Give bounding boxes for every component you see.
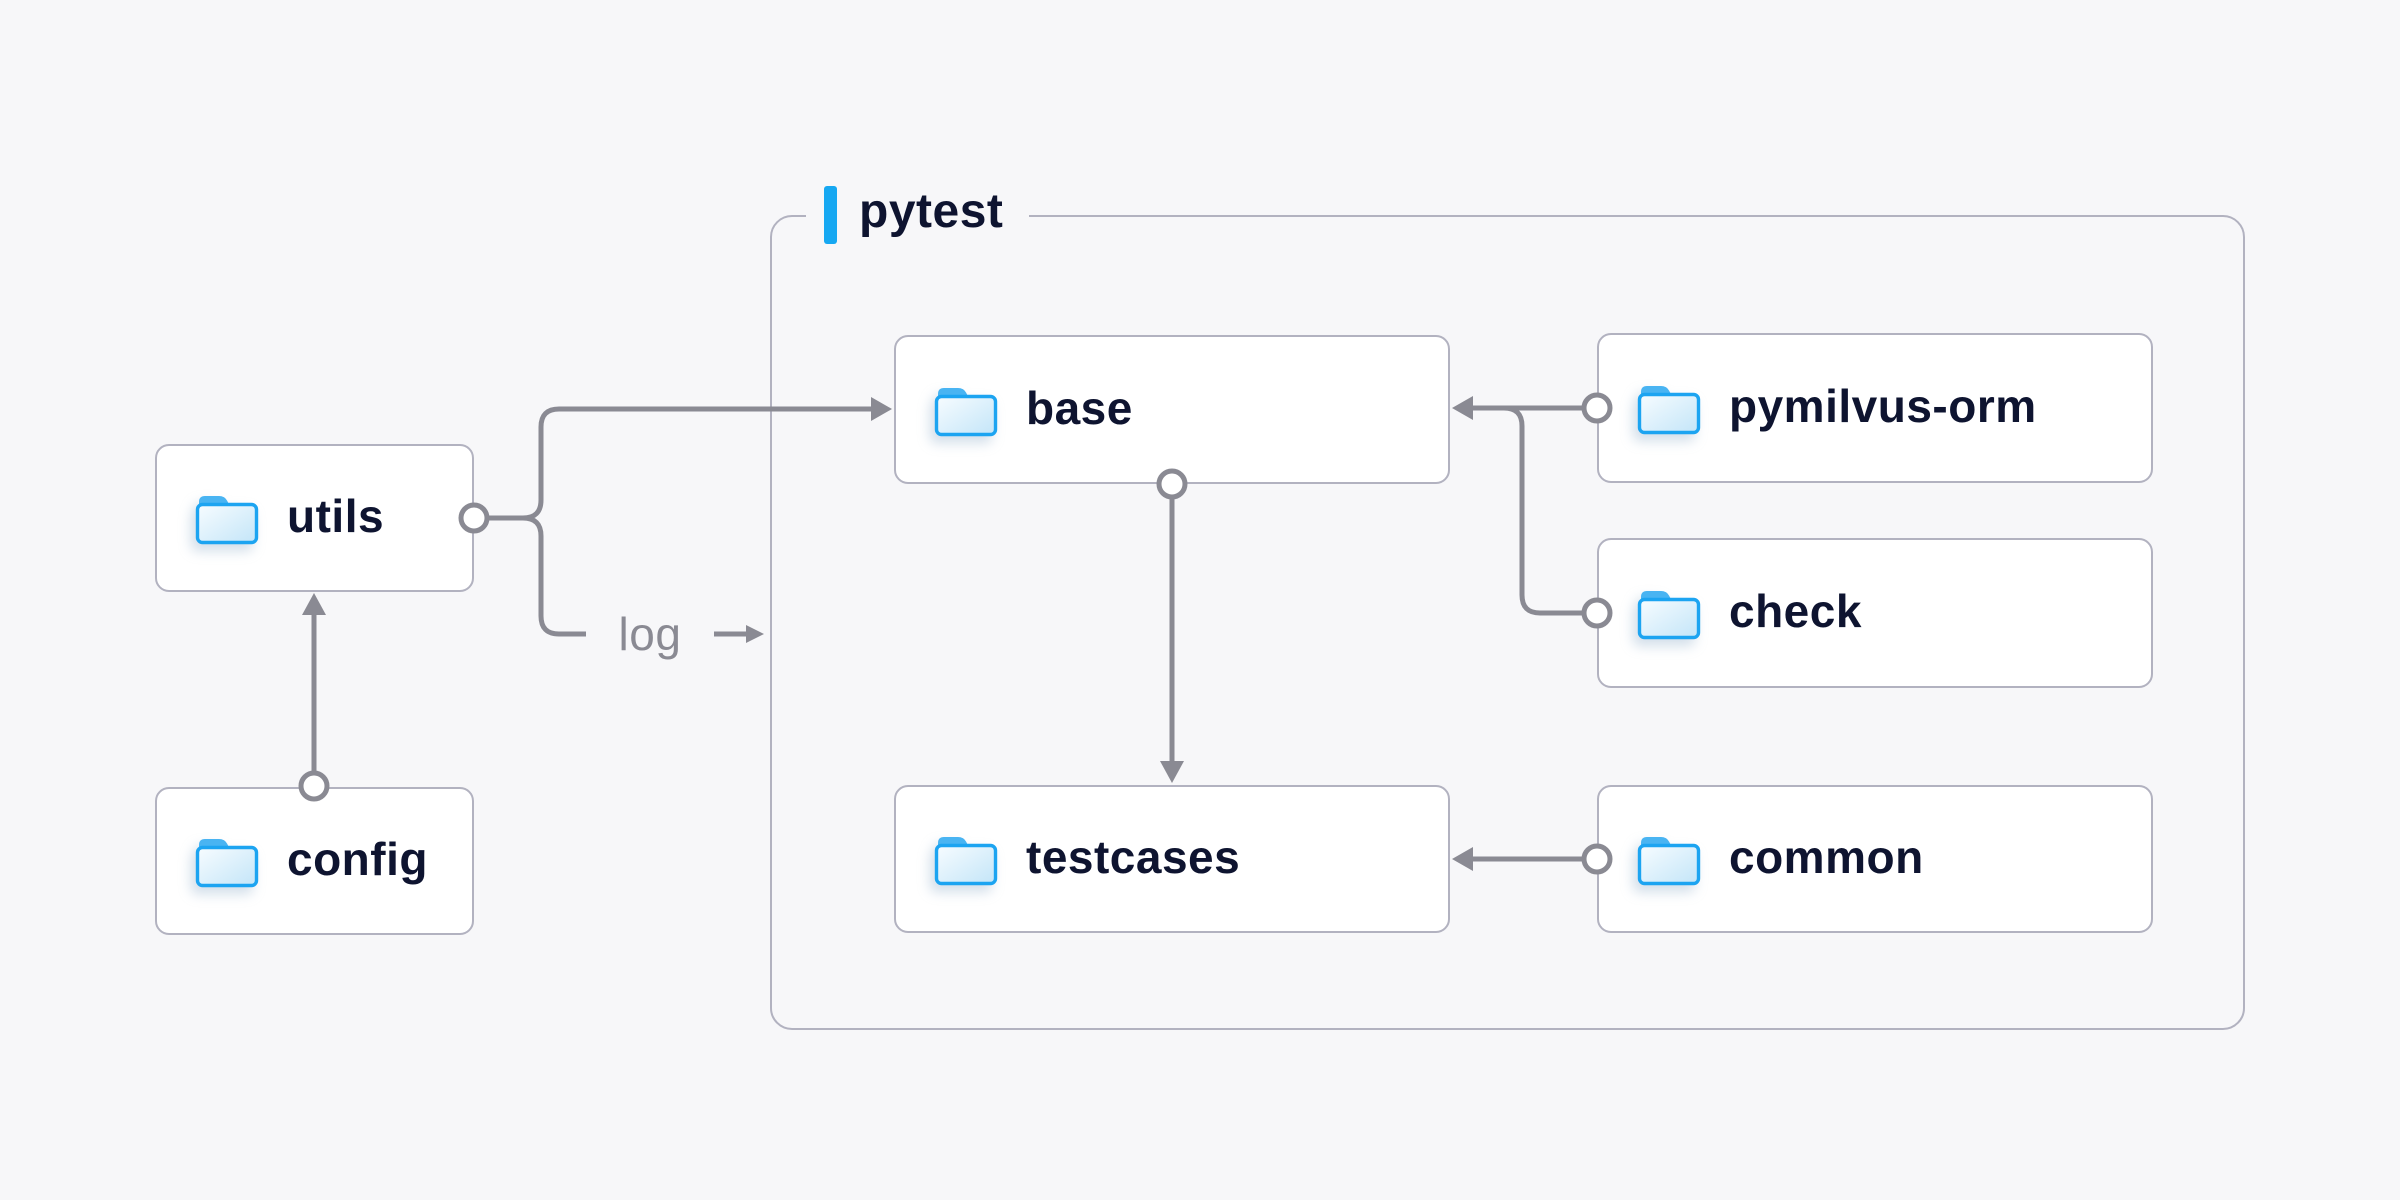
node-label: check	[1729, 585, 1862, 637]
node-common: common	[1597, 785, 2153, 933]
node-pymilvus-orm: pymilvus-orm	[1597, 333, 2153, 483]
node-label: common	[1729, 831, 1924, 883]
node-config: config	[155, 787, 474, 935]
arrowhead-up-icon	[302, 593, 326, 615]
accent-bar	[824, 186, 837, 244]
node-label: testcases	[1026, 831, 1241, 883]
pytest-group-label: pytest	[806, 184, 1030, 246]
pytest-group-container	[770, 215, 2245, 1030]
folder-icon	[934, 383, 998, 437]
folder-icon	[1637, 586, 1701, 640]
node-utils: utils	[155, 444, 474, 592]
edge-config-utils	[302, 593, 326, 773]
pytest-group-title: pytest	[859, 185, 1004, 238]
folder-icon	[934, 832, 998, 886]
node-label: base	[1026, 381, 1133, 434]
folder-icon	[195, 834, 259, 888]
node-testcases: testcases	[894, 785, 1450, 933]
node-base: base	[894, 335, 1450, 484]
folder-icon	[195, 491, 259, 545]
log-edge-label: log	[618, 608, 682, 660]
folder-icon	[1637, 381, 1701, 435]
node-label: utils	[287, 490, 385, 542]
node-label: config	[287, 833, 428, 885]
node-label: pymilvus-orm	[1729, 380, 2037, 432]
arrowhead-right-icon	[746, 625, 764, 643]
folder-icon	[1637, 832, 1701, 886]
node-check: check	[1597, 538, 2153, 688]
